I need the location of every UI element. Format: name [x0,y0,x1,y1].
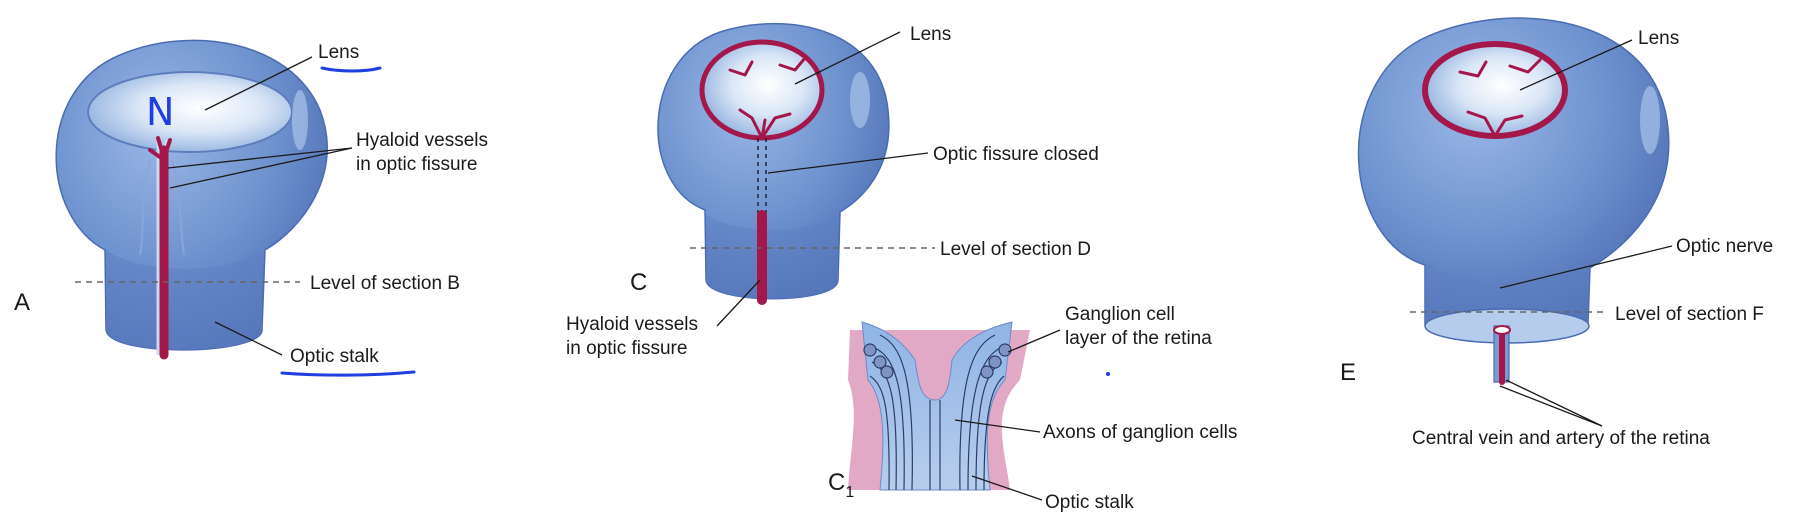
panel-c1: C1 Ganglion cell layer of the retina Axo… [828,304,1237,513]
nerve-shade-e [1425,262,1590,325]
ganglion-label-line2: layer of the retina [1065,328,1212,349]
lens-underline-annotation [320,66,382,73]
highlight-e [1640,86,1660,154]
ganglion-cells [863,343,1012,379]
panel-letter-c: C [630,269,647,296]
hyaloid-label-a-line2: in optic fissure [356,154,477,175]
lens-vessels-c [728,56,807,140]
lens-leader-c [794,31,901,85]
stalk-inner-blue [861,321,1013,491]
axons-leader [954,419,1041,433]
level-label-e: Level of section F [1615,304,1764,325]
lens-leader-a [204,56,313,111]
level-label-a: Level of section B [310,273,460,294]
hyaloid-label-c-line1: Hyaloid vessels [566,314,698,335]
stalk-label-a: Optic stalk [290,346,379,367]
hyaloid-label-c-line2: in optic fissure [566,338,687,359]
panel-a: A Lens Hyaloid vessels in optic fissure … [14,39,488,377]
fissure-leader-c [767,152,929,174]
panel-letter-c1: C1 [828,469,854,501]
stalk-shade-c [706,215,838,299]
central-leader-e2 [1499,385,1603,427]
stalk-leader-c1 [971,475,1043,501]
hyaloid-label-a-line1: Hyaloid vessels [356,130,488,151]
lens-vessels-e [1458,58,1542,138]
hyaloid-leader-a2 [169,147,353,189]
stalk-underline-annotation [280,370,416,377]
central-vessel-opening [1493,325,1511,335]
lens-a [87,71,293,153]
nerve-label-e: Optic nerve [1676,236,1773,257]
lens-label-a: Lens [318,42,359,63]
lens-c [699,39,825,141]
fissure-label-c: Optic fissure closed [933,144,1099,165]
panel-letter-a: A [14,289,30,316]
central-label-e: Central vein and artery of the retina [1412,428,1710,449]
nerve-leader-e [1499,245,1673,289]
stalk-leader-a [214,321,283,356]
panel-letter-e: E [1340,359,1356,386]
fissure-lip-a [139,159,185,256]
highlight-c [850,72,870,128]
panel-c: C Lens Optic fissure closed Level of sec… [566,22,1099,359]
hyaloid-leader-a1 [167,147,353,169]
lens-e [1422,41,1568,139]
stalk-shade-a [106,250,262,350]
lens-label-e: Lens [1638,28,1679,49]
highlight-a [292,90,308,150]
panel-e: E Lens Optic nerve Level of section F Ce… [1340,17,1773,449]
lens-label-c: Lens [910,24,951,45]
ganglion-label-line1: Ganglion cell [1065,304,1175,325]
central-leader-e1 [1505,379,1603,427]
stalk-label-c1: Optic stalk [1045,492,1134,513]
hyaloid-leader-c [716,279,761,327]
level-label-c: Level of section D [940,239,1091,260]
axons-label: Axons of ganglion cells [1043,422,1237,443]
ink-dot [1106,372,1110,376]
handwritten-n-mark: N [146,90,174,134]
ganglion-leader [1007,329,1061,353]
hyaloid-branches-a [148,136,172,162]
lens-leader-e [1519,39,1633,91]
